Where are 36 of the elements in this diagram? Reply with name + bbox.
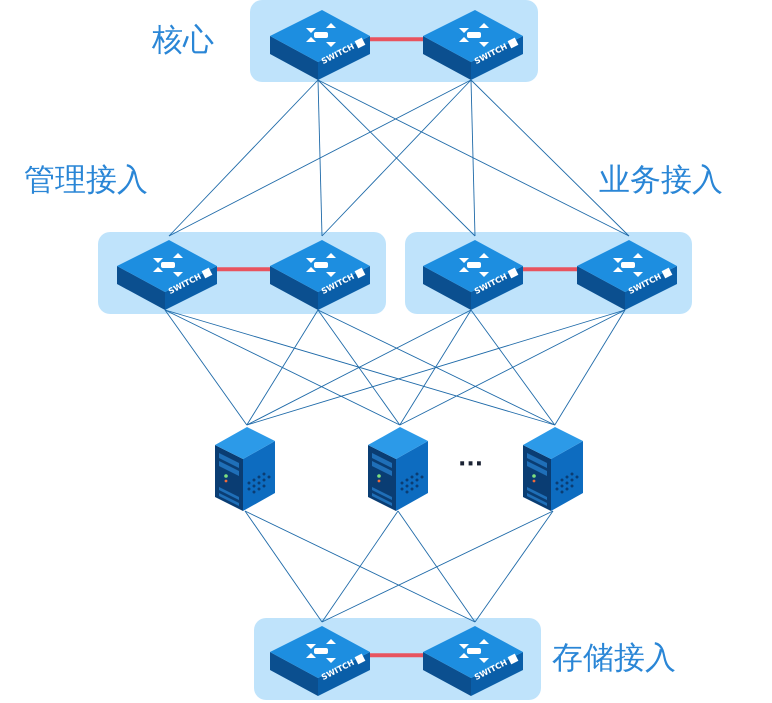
connection-line (244, 510, 322, 622)
connection-line (470, 80, 476, 236)
ellipsis-label: ··· (458, 452, 484, 477)
server-icon (215, 425, 275, 511)
group-title: 存储接入 (552, 640, 676, 676)
connection-line (554, 310, 626, 426)
connection-line (318, 80, 322, 236)
connection-line (164, 310, 248, 426)
connection-line (370, 653, 423, 658)
connection-line (399, 310, 472, 426)
connection-line (470, 310, 556, 426)
connection-line (246, 310, 626, 426)
connection-line (244, 510, 476, 622)
connection-line (318, 310, 400, 426)
connection-line (398, 510, 476, 622)
connection-line (399, 310, 626, 426)
connection-line (318, 310, 556, 426)
connection-line (370, 37, 423, 42)
connection-line (217, 267, 270, 272)
group-title: 业务接入 (599, 162, 723, 198)
connection-line (246, 310, 318, 426)
server-icon (368, 425, 428, 511)
connection-line (474, 510, 554, 622)
group-title: 核心 (152, 22, 214, 58)
connection-line (322, 510, 398, 622)
connection-line (246, 310, 472, 426)
connection-line (523, 267, 577, 272)
connection-line (168, 80, 472, 236)
connection-line (168, 80, 318, 236)
connection-line (164, 310, 556, 426)
connection-line (322, 510, 554, 622)
connection-line (318, 80, 630, 236)
group-title: 管理接入 (24, 162, 148, 198)
server-icon (523, 425, 583, 511)
connection-line (164, 310, 400, 426)
connection-line (470, 80, 630, 236)
